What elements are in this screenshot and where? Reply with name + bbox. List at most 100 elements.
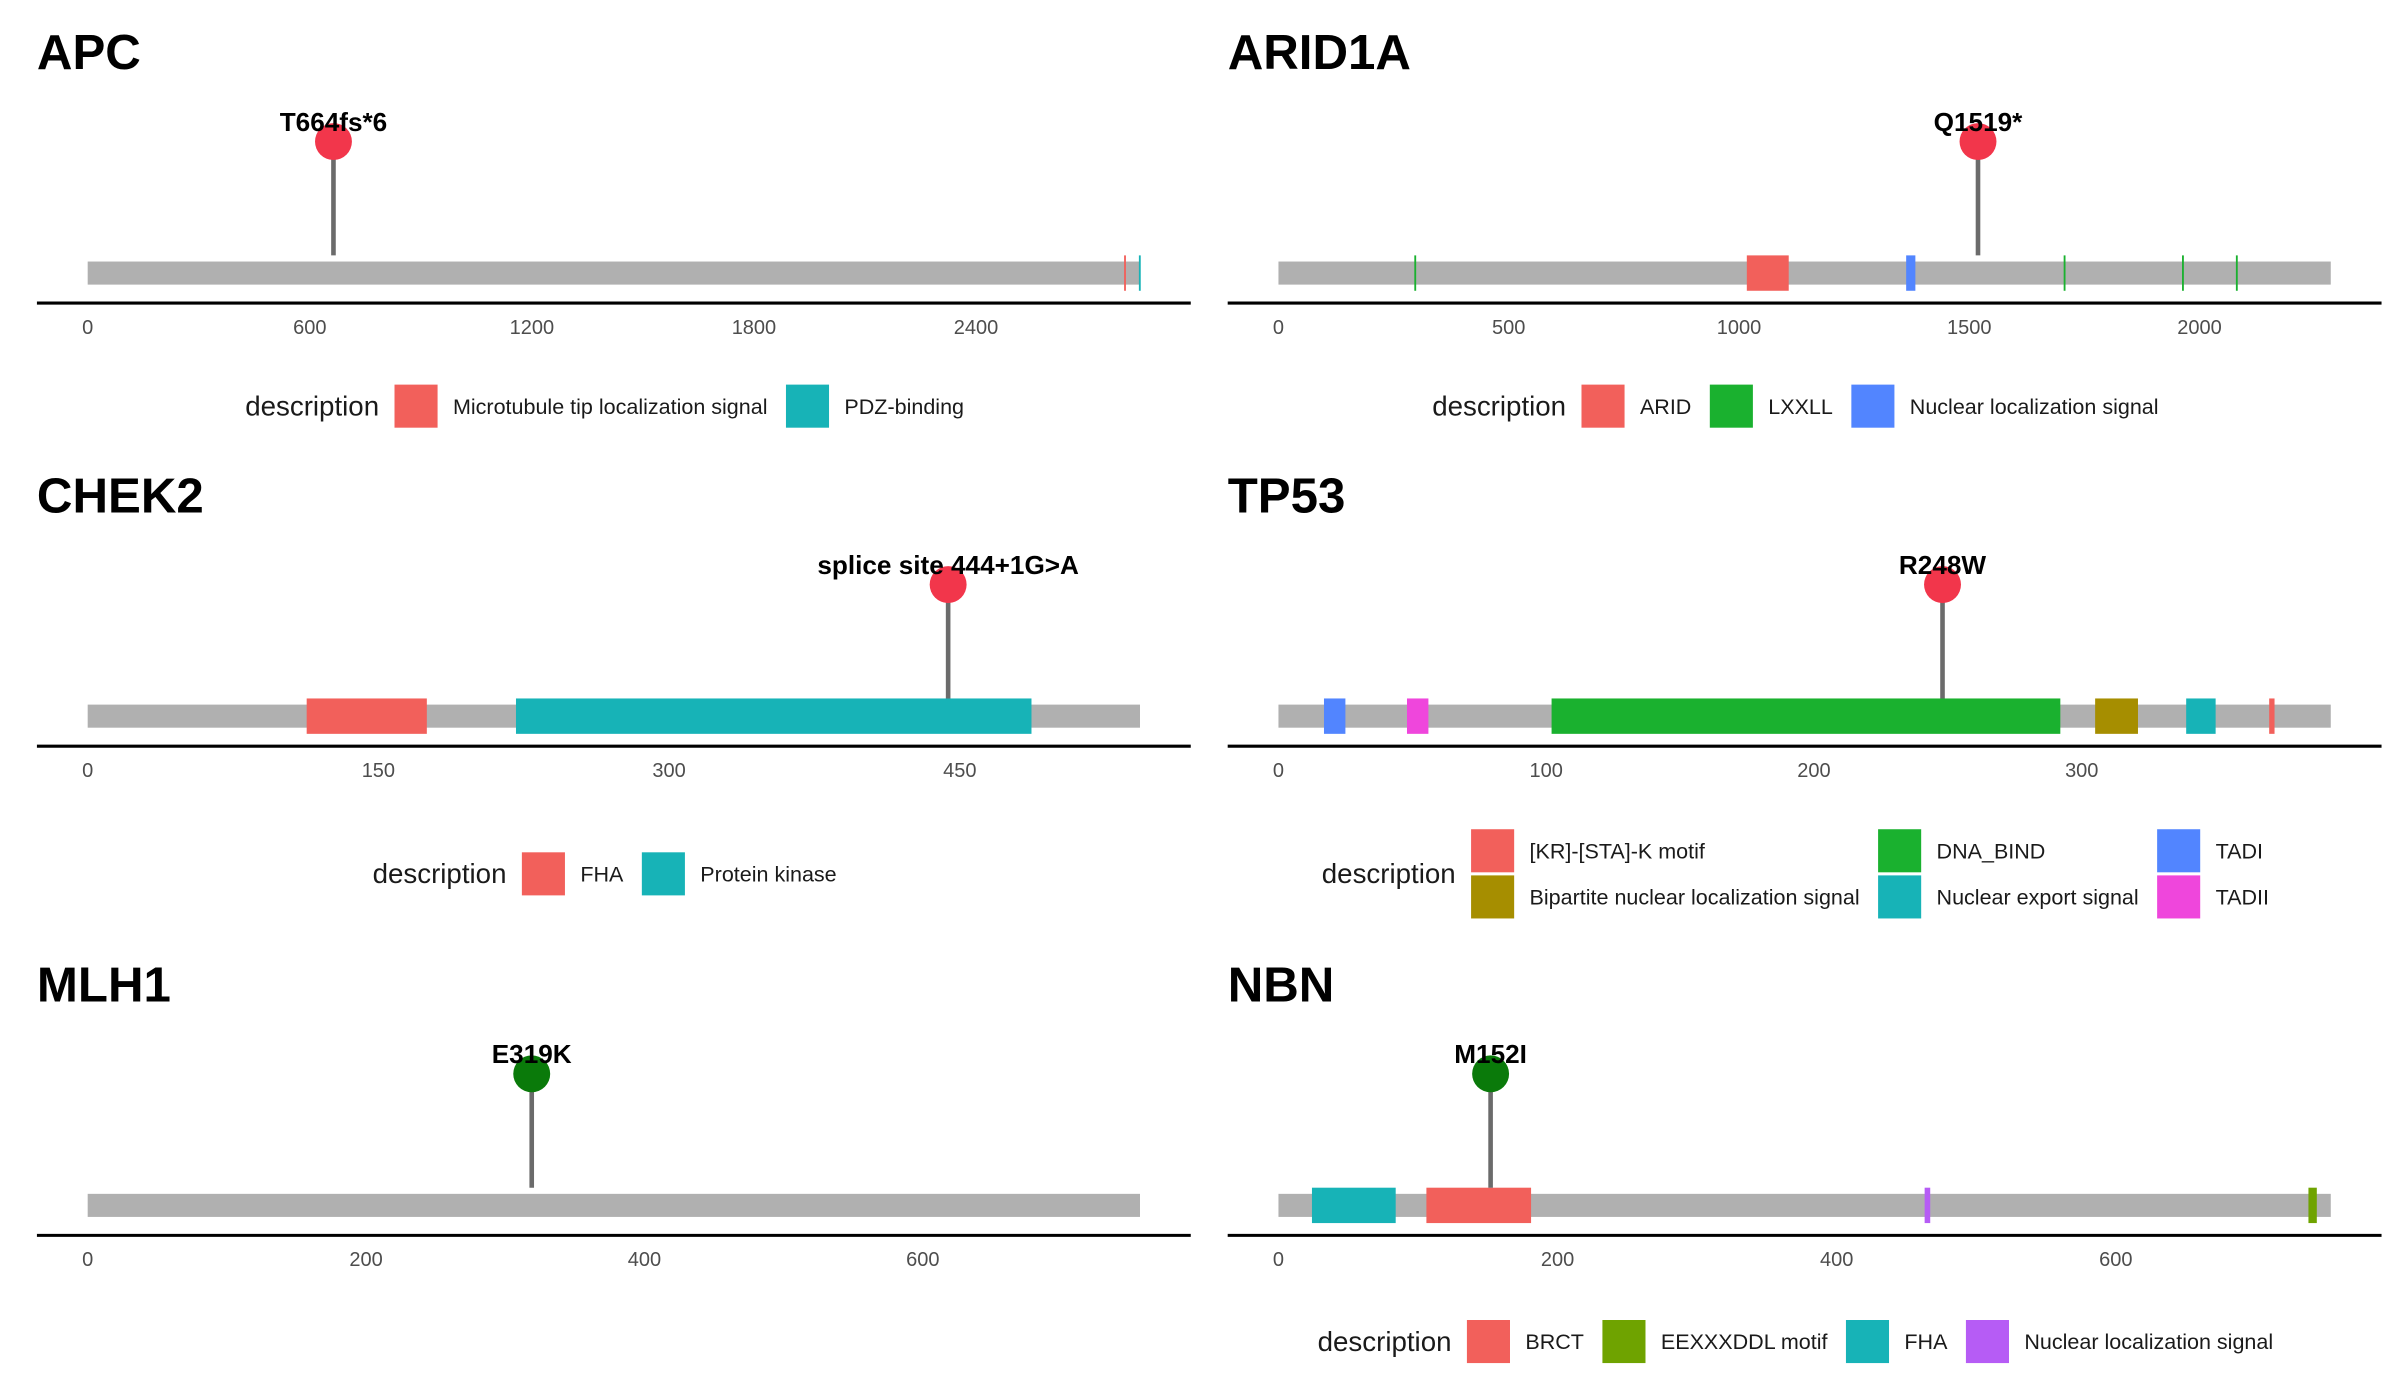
x-tick-label: 1000 bbox=[1717, 317, 1762, 339]
legend-item: Bipartite nuclear localization signal bbox=[1471, 875, 1860, 919]
legend-label: [KR]-[STA]-K motif bbox=[1530, 839, 1706, 863]
x-tick-label: 0 bbox=[82, 1249, 93, 1271]
domain-lxxll bbox=[2182, 255, 2184, 291]
domain-microtubule-tip-localization-signal bbox=[1124, 255, 1126, 291]
legend-item: Nuclear localization signal bbox=[1965, 1320, 2273, 1364]
x-tick-label: 0 bbox=[82, 760, 93, 782]
legend-key bbox=[1851, 384, 1895, 428]
legend-key bbox=[1878, 875, 1922, 919]
x-tick-label: 450 bbox=[943, 760, 976, 782]
mutation-head bbox=[315, 123, 352, 160]
legend-key bbox=[1471, 875, 1515, 919]
domain-tadii bbox=[1406, 698, 1429, 734]
domain-pdz-binding bbox=[1138, 255, 1141, 291]
protein-backbone bbox=[87, 1193, 1141, 1217]
legend-label: DNA_BIND bbox=[1937, 839, 2046, 863]
domain-arid bbox=[1746, 255, 1789, 291]
legend-key bbox=[641, 852, 685, 896]
x-tick-label: 200 bbox=[1797, 760, 1830, 782]
legend-key bbox=[1581, 384, 1625, 428]
legend-label: BRCT bbox=[1525, 1330, 1584, 1354]
mutation-label: M152I bbox=[1454, 1039, 1527, 1069]
x-tick-label: 600 bbox=[906, 1249, 939, 1271]
domain-tadi bbox=[1323, 698, 1346, 734]
legend-item: LXXLL bbox=[1709, 384, 1833, 428]
mutation-label: T664fs*6 bbox=[280, 107, 388, 137]
mutation-head bbox=[513, 1055, 551, 1093]
legend-item: FHA bbox=[521, 852, 624, 896]
legend-label: PDZ-binding bbox=[844, 395, 964, 419]
legend-label: TADI bbox=[2216, 839, 2263, 863]
domain-bipartite-nuclear-localization-signal bbox=[2095, 698, 2138, 734]
x-tick-label: 1800 bbox=[732, 317, 777, 339]
legend-key bbox=[1965, 1320, 2009, 1364]
x-tick-label: 150 bbox=[362, 760, 395, 782]
gene-title: TP53 bbox=[1228, 468, 1346, 523]
domain-nuclear-localization-signal bbox=[1906, 255, 1916, 291]
domain-nuclear-export-signal bbox=[2186, 698, 2216, 734]
legend-item: ARID bbox=[1581, 384, 1691, 428]
domain-dna-bind bbox=[1551, 698, 2061, 734]
domain-lxxll bbox=[2063, 255, 2066, 291]
legend-label: ARID bbox=[1640, 395, 1691, 419]
legend-label: Nuclear localization signal bbox=[1910, 395, 2159, 419]
legend-item: PDZ-binding bbox=[785, 384, 964, 428]
legend-key bbox=[785, 384, 830, 428]
x-tick-label: 300 bbox=[652, 760, 685, 782]
x-tick-label: 0 bbox=[1273, 1249, 1284, 1271]
legend-title: description bbox=[1318, 1326, 1452, 1357]
legend-key bbox=[1709, 384, 1753, 428]
gene-title: CHEK2 bbox=[37, 468, 204, 523]
legend-key bbox=[394, 384, 438, 428]
x-tick-label: 0 bbox=[82, 317, 93, 339]
domain-lxxll bbox=[1414, 255, 1417, 291]
mutation-head bbox=[1924, 566, 1961, 604]
legend: description FHA Protein kinase bbox=[373, 852, 837, 896]
legend-key bbox=[1845, 1320, 1890, 1364]
x-tick-label: 600 bbox=[2099, 1249, 2132, 1271]
legend-key bbox=[1602, 1320, 1646, 1364]
legend-title: description bbox=[1322, 858, 1456, 889]
legend-title: description bbox=[1432, 390, 1566, 421]
x-tick-label: 300 bbox=[2065, 760, 2098, 782]
legend-label: Bipartite nuclear localization signal bbox=[1530, 886, 1860, 910]
gene-title: NBN bbox=[1228, 958, 1335, 1013]
legend-key bbox=[1471, 829, 1515, 873]
x-tick-label: 400 bbox=[628, 1249, 661, 1271]
mutation-head bbox=[1959, 123, 1997, 160]
gene-title: APC bbox=[37, 25, 141, 80]
legend-label: Protein kinase bbox=[700, 863, 836, 887]
legend-label: Nuclear export signal bbox=[1937, 886, 2139, 910]
legend-label: LXXLL bbox=[1768, 395, 1833, 419]
domain-lxxll bbox=[2235, 255, 2238, 291]
mutation-label: R248W bbox=[1899, 550, 1986, 580]
legend-item: Nuclear export signal bbox=[1878, 875, 2139, 919]
legend-title: description bbox=[373, 858, 507, 889]
x-tick-label: 200 bbox=[349, 1249, 382, 1271]
legend-item: TADI bbox=[2157, 829, 2263, 873]
legend-item: FHA bbox=[1845, 1320, 1948, 1364]
legend-label: FHA bbox=[1904, 1330, 1948, 1354]
x-tick-label: 0 bbox=[1273, 760, 1284, 782]
domain-protein-kinase bbox=[515, 698, 1032, 734]
x-tick-label: 400 bbox=[1820, 1249, 1853, 1271]
x-tick-label: 2400 bbox=[954, 317, 999, 339]
x-tick-label: 100 bbox=[1530, 760, 1563, 782]
x-tick-label: 200 bbox=[1541, 1249, 1574, 1271]
mutation-head bbox=[1472, 1055, 1510, 1093]
legend-label: Microtubule tip localization signal bbox=[453, 395, 768, 419]
domain-brct bbox=[1426, 1187, 1532, 1224]
legend-item: [KR]-[STA]-K motif bbox=[1471, 829, 1706, 873]
legend-label: FHA bbox=[580, 863, 624, 887]
protein-backbone bbox=[1278, 1193, 2331, 1217]
domain--kr-sta-k-motif bbox=[2269, 698, 2275, 734]
